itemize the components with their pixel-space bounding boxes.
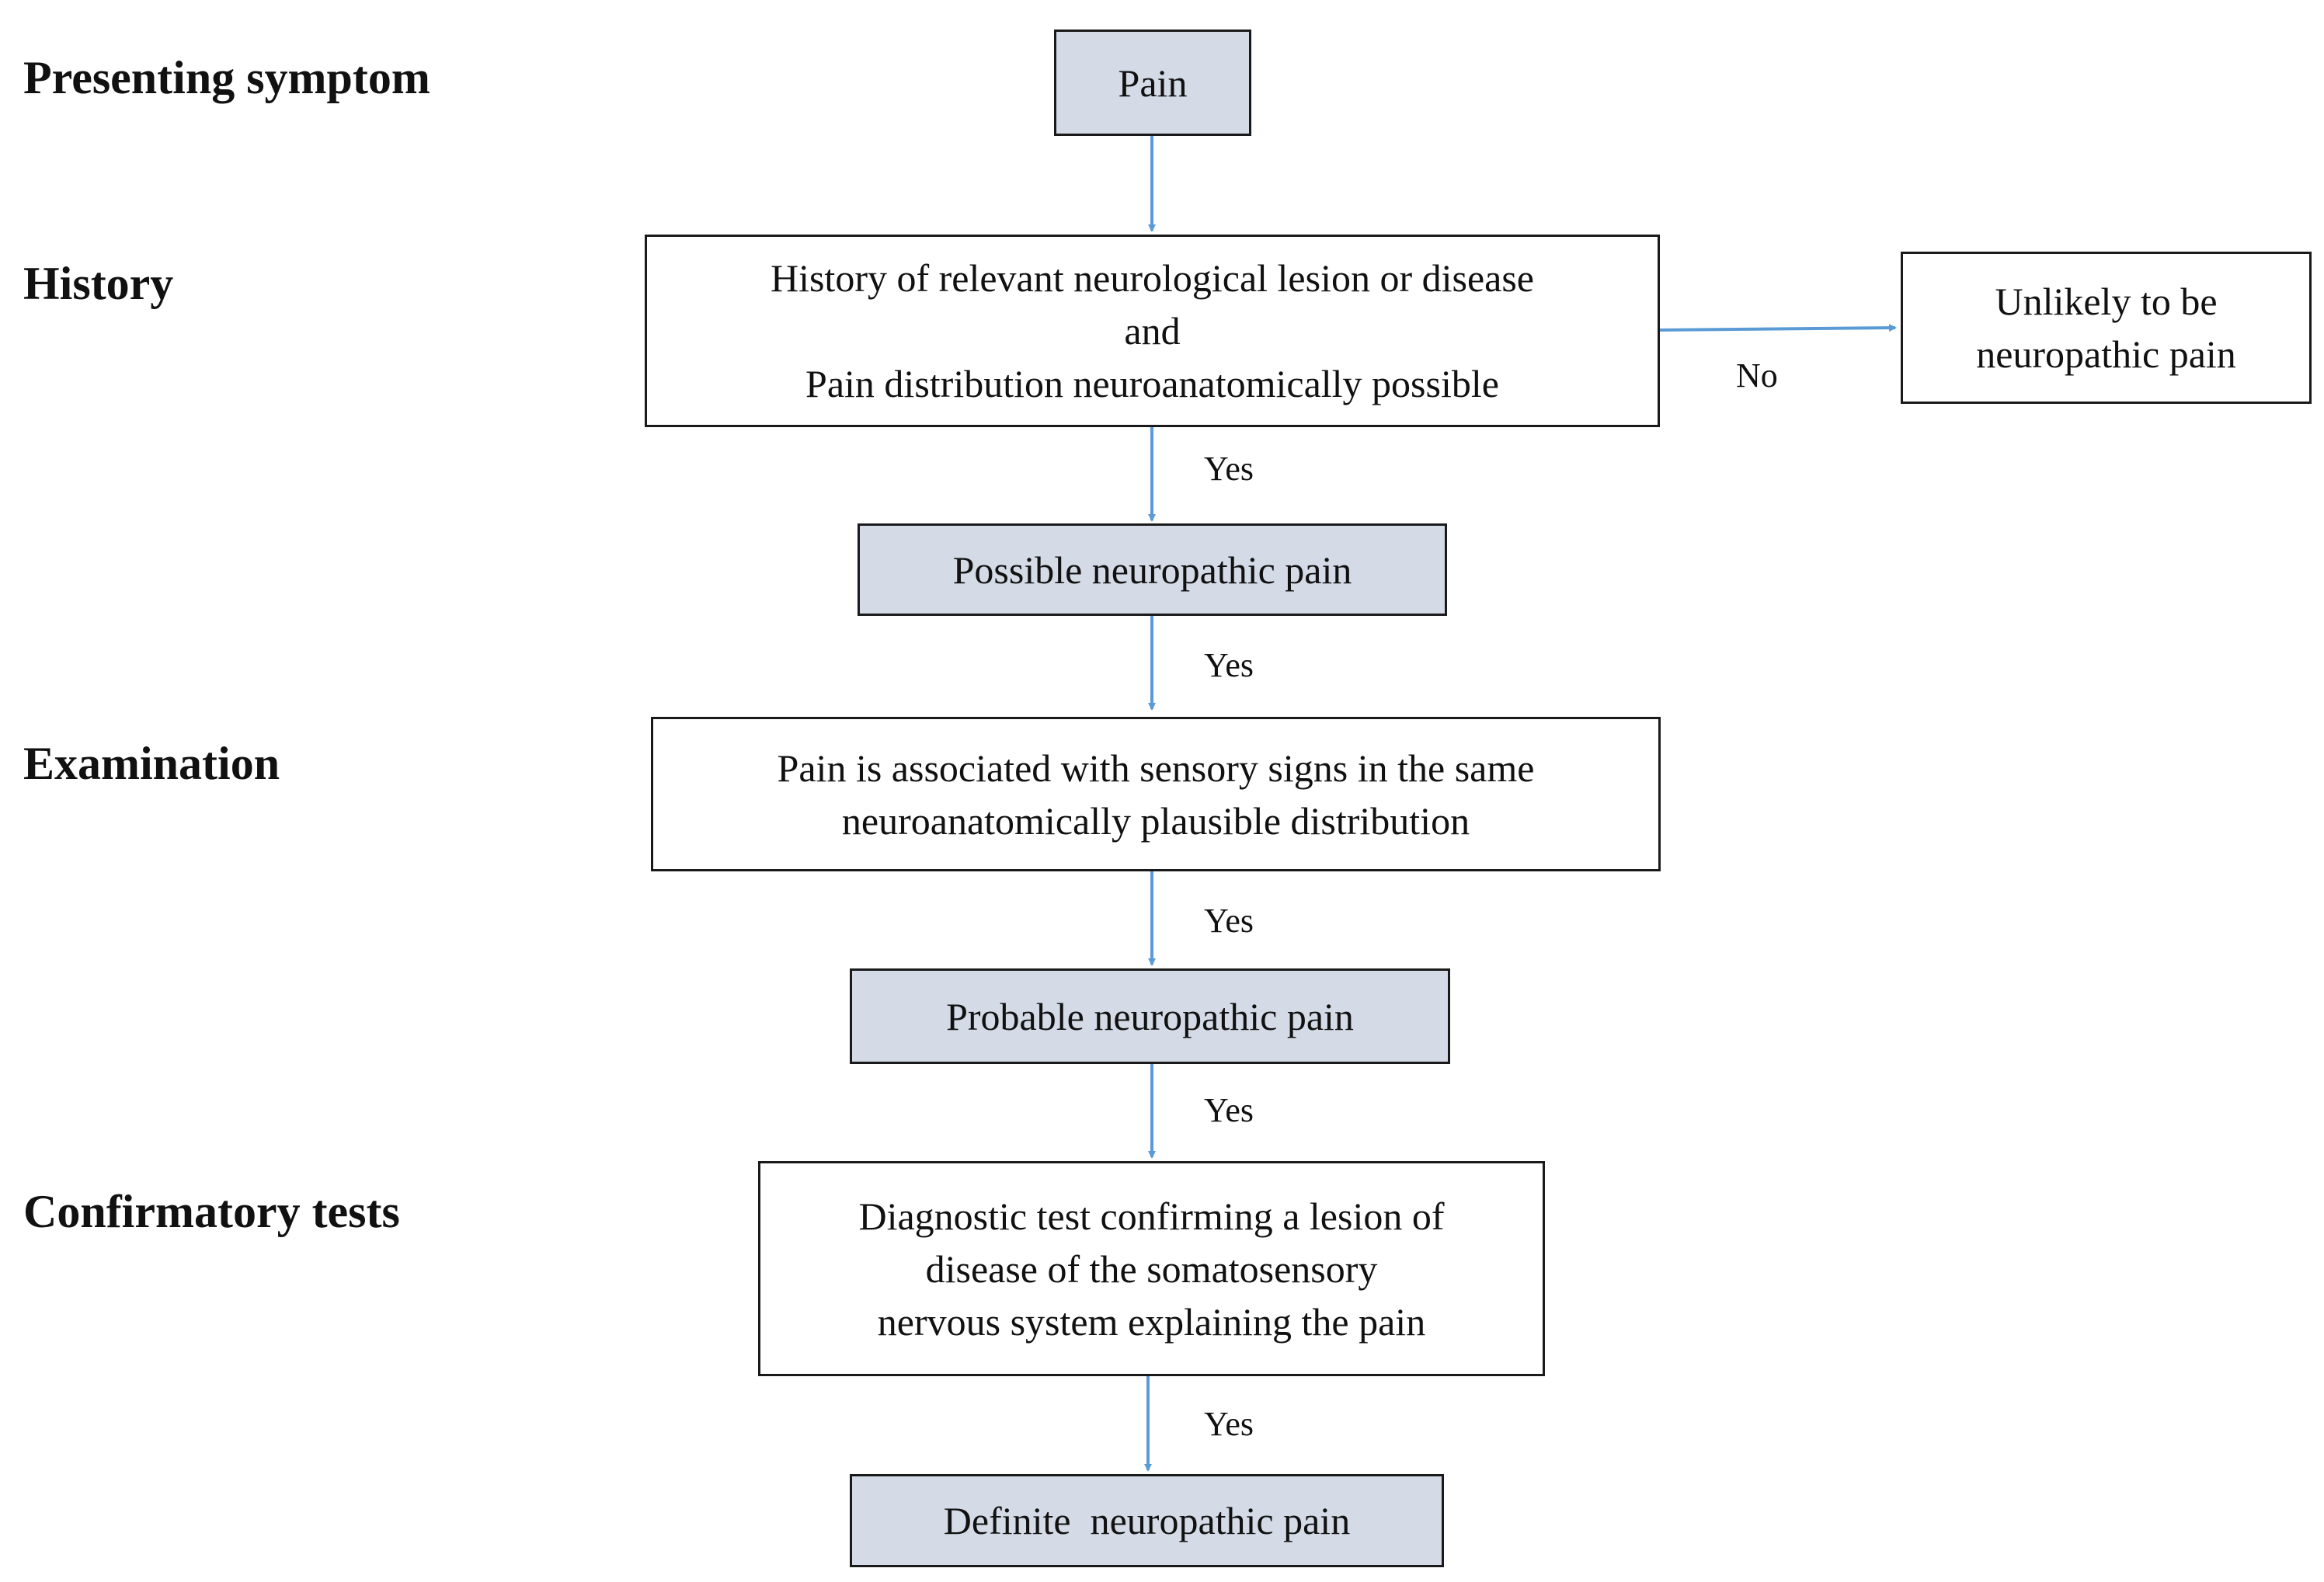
edge-label-yes-2: Yes — [1204, 646, 1254, 684]
node-test-line-2: disease of the somatosensory — [925, 1246, 1378, 1291]
stage-label-presenting: Presenting symptom — [23, 52, 430, 103]
edge-label-no: No — [1736, 356, 1778, 395]
node-exam-line-1: Pain is associated with sensory signs in… — [777, 746, 1535, 790]
node-probable-line: Probable neuropathic pain — [946, 994, 1354, 1038]
arrow-history-to-unlikely — [1658, 324, 1897, 332]
node-possible-line: Possible neuropathic pain — [952, 548, 1352, 592]
edge-label-yes-3: Yes — [1204, 902, 1254, 940]
node-probable: Probable neuropathic pain — [850, 968, 1450, 1064]
edge-label-yes-4: Yes — [1204, 1091, 1254, 1129]
node-possible: Possible neuropathic pain — [858, 523, 1447, 616]
node-definite-line: Definite neuropathic pain — [943, 1499, 1351, 1542]
node-exam-line-2: neuroanatomically plausible distribution — [841, 798, 1470, 843]
stage-label-examination: Examination — [23, 738, 280, 789]
node-pain: Pain — [1054, 30, 1251, 136]
node-pain-line: Pain — [1118, 61, 1188, 105]
node-history-line-2: and — [1124, 309, 1181, 353]
edge-label-yes-1: Yes — [1204, 450, 1254, 488]
node-exam-check: Pain is associated with sensory signs in… — [651, 717, 1661, 871]
node-test-line-1: Diagnostic test confirming a lesion of — [858, 1194, 1445, 1238]
node-history-check: History of relevant neurological lesion … — [645, 235, 1660, 427]
edge-label-yes-5: Yes — [1204, 1405, 1254, 1443]
node-test-line-3: nervous system explaining the pain — [877, 1299, 1426, 1344]
node-history-line-3: Pain distribution neuroanatomically poss… — [805, 362, 1499, 405]
node-unlikely-line-2: neuropathic pain — [1976, 332, 2236, 376]
node-test-check: Diagnostic test confirming a lesion of d… — [758, 1161, 1545, 1376]
stage-label-history: History — [23, 258, 174, 309]
node-definite: Definite neuropathic pain — [850, 1474, 1444, 1567]
node-unlikely: Unlikely to be neuropathic pain — [1901, 252, 2312, 404]
stage-label-confirmatory: Confirmatory tests — [23, 1186, 400, 1237]
node-unlikely-line-1: Unlikely to be — [1995, 280, 2218, 323]
node-history-line-1: History of relevant neurological lesion … — [770, 256, 1535, 300]
